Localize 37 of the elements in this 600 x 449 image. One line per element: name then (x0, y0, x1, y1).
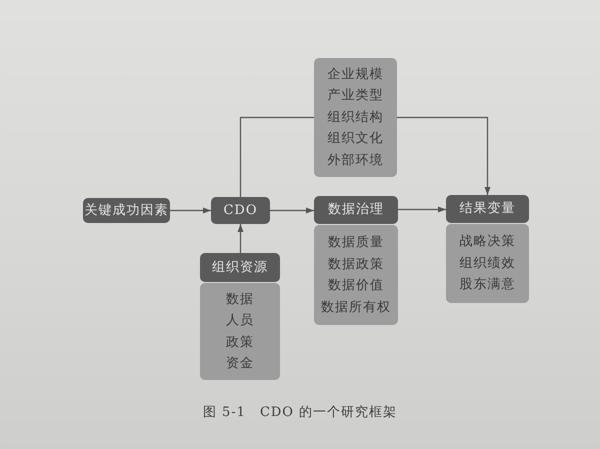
list-item: 股东满意 (460, 276, 516, 294)
list-item: 人员 (226, 312, 254, 330)
box-label: 结果变量 (460, 201, 516, 217)
list-item: 外部环境 (328, 152, 384, 170)
list-item: 组织结构 (328, 108, 384, 127)
list-item: 政策 (226, 334, 254, 352)
arrow (397, 116, 490, 195)
arrow (170, 208, 211, 214)
list-item: 数据质量 (328, 234, 384, 252)
list-item: 数据价值 (328, 277, 384, 295)
connector-line (240, 116, 314, 197)
process-box (314, 196, 398, 224)
figure-caption: 图 5-1 CDO 的一个研究框架 (202, 405, 398, 420)
list-item: 数据政策 (328, 256, 384, 274)
process-box (200, 253, 280, 282)
arrow (238, 224, 244, 253)
box-label: 数据治理 (328, 202, 384, 218)
list-item: 企业规模 (328, 66, 384, 84)
list-item: 组织绩效 (460, 254, 516, 273)
list-item: 产业类型 (328, 87, 384, 106)
box-label: 关键成功因素 (84, 202, 168, 218)
box-label: 组织资源 (212, 260, 268, 276)
list-item: 战略决策 (460, 233, 516, 252)
arrow (270, 208, 314, 214)
list-item: 资金 (226, 355, 254, 373)
list-panel (200, 283, 280, 380)
list-panel (314, 225, 398, 325)
list-item: 数据 (226, 290, 254, 308)
process-box (211, 197, 270, 224)
list-panel (446, 224, 529, 303)
arrow (398, 206, 446, 212)
list-panel (314, 58, 397, 177)
process-box (83, 198, 170, 223)
box-label: CDO (223, 202, 258, 218)
list-item: 组织文化 (328, 130, 384, 148)
process-box (446, 195, 529, 223)
list-item: 数据所有权 (321, 298, 391, 316)
